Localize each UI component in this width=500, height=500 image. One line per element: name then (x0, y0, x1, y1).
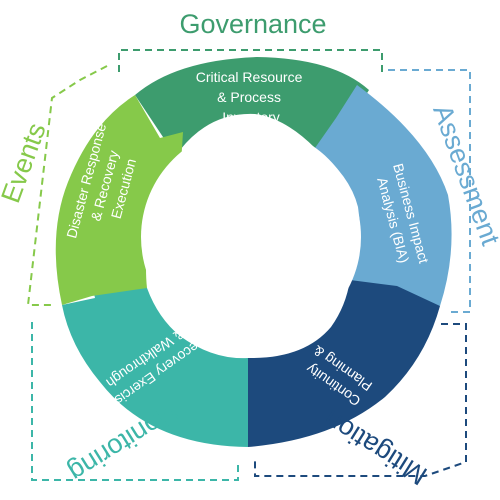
center-hole (141, 127, 361, 347)
bracket-monitoring (31, 322, 239, 481)
phase-mitigation: Mitigation (318, 404, 432, 491)
bracket-assessment (388, 69, 471, 313)
cycle-ring (55, 57, 452, 447)
segment-continuity[interactable] (228, 280, 440, 447)
label-critical-resource: Critical Resource & Process Inventory (196, 69, 306, 125)
bracket-mitigation (254, 323, 467, 477)
phase-brackets (26, 49, 471, 481)
bracket-events (26, 65, 108, 306)
segment-critical-resource[interactable] (135, 57, 369, 150)
phase-events: Events (0, 119, 52, 207)
segment-bia[interactable] (315, 85, 452, 316)
segment-recovery-exercise[interactable] (62, 276, 248, 447)
phase-governance: Governance (179, 9, 326, 39)
segment-disaster-response[interactable] (55, 95, 183, 305)
phase-monitoring: Monitoring (63, 396, 186, 488)
